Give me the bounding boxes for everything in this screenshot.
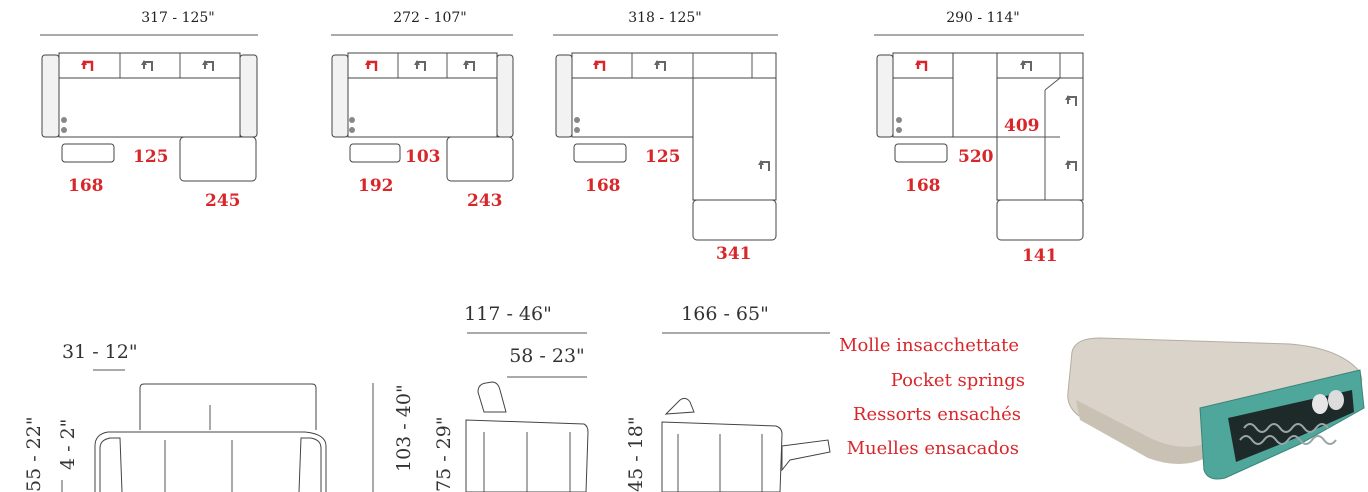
pocket-spring-mattress-image bbox=[1067, 337, 1365, 480]
dim-label: 409 bbox=[1004, 116, 1040, 136]
plan-318: 318 - 125" 125 168 341 bbox=[553, 10, 778, 264]
plan-317: 317 - 125" 125 168 245 bbox=[40, 10, 258, 211]
dim-label: 141 bbox=[1022, 246, 1058, 266]
dim-label: 341 bbox=[716, 244, 752, 264]
label-es: Muelles ensacados bbox=[847, 438, 1019, 459]
dim-label: 168 bbox=[585, 176, 621, 196]
relax-height-label: 45 - 18" bbox=[625, 416, 647, 492]
left-arm bbox=[41, 54, 60, 138]
dim-label: 125 bbox=[133, 147, 169, 167]
dim-label: 125 bbox=[645, 147, 681, 167]
side-view: 117 - 46" 58 - 23" 103 - 40" 75 - 29" bbox=[372, 303, 589, 492]
seat-height-label: 75 - 29" bbox=[433, 416, 455, 492]
dim-label: 103 bbox=[405, 147, 441, 167]
front-view: 31 - 12" 55 - 22" 4 - 2" bbox=[23, 341, 327, 492]
extended-depth-label: 166 - 65" bbox=[681, 303, 769, 325]
height-label: 4 - 2" bbox=[57, 419, 79, 470]
dim-label: 520 bbox=[958, 147, 994, 167]
arm-width-label: 31 - 12" bbox=[62, 341, 138, 363]
depth-label: 117 - 46" bbox=[464, 303, 552, 325]
label-fr: Ressorts ensachés bbox=[853, 404, 1021, 425]
plan-dimension: 272 - 107" bbox=[393, 10, 467, 26]
dim-label: 168 bbox=[68, 176, 104, 196]
seat-depth-label: 58 - 23" bbox=[509, 345, 585, 367]
plan-dimension: 290 - 114" bbox=[946, 10, 1020, 26]
label-it: Molle insacchettate bbox=[839, 335, 1019, 356]
dim-label: 243 bbox=[467, 191, 503, 211]
plan-dimension: 317 - 125" bbox=[141, 10, 215, 26]
plan-272: 272 - 107" 103 192 243 bbox=[331, 10, 514, 211]
side-view-extended: 166 - 65" 45 - 18" bbox=[625, 303, 831, 492]
dim-label: 168 bbox=[905, 176, 941, 196]
right-arm bbox=[239, 54, 258, 138]
dim-label: 192 bbox=[358, 176, 394, 196]
mattress-labels: Molle insacchettate Pocket springs Resso… bbox=[839, 335, 1025, 459]
dim-label: 245 bbox=[205, 191, 241, 211]
label-en: Pocket springs bbox=[891, 370, 1025, 391]
footrest bbox=[61, 143, 115, 163]
total-height-label: 103 - 40" bbox=[393, 384, 415, 472]
plan-dimension: 318 - 125" bbox=[628, 10, 702, 26]
chaise bbox=[179, 136, 257, 182]
plan-290: 290 - 114" 520 409 168 141 bbox=[874, 10, 1084, 266]
height-label: 55 - 22" bbox=[23, 416, 45, 492]
